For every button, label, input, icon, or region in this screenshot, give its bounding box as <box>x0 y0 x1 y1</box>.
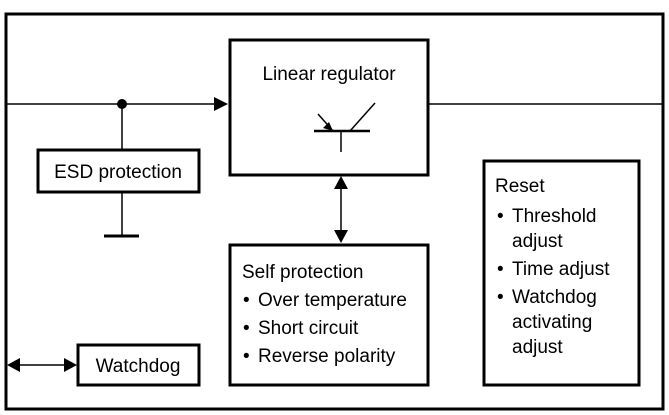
linear-regulator-label: Linear regulator <box>262 64 396 85</box>
transistor-symbol <box>314 102 376 152</box>
sp-bullet-2: • <box>243 318 250 339</box>
reset-item-threshold: Threshold <box>512 206 597 227</box>
reset-bullet-3: • <box>497 287 504 308</box>
watchdog-arrowhead-right <box>64 358 77 372</box>
watchdog-label: Watchdog <box>96 356 181 377</box>
reset-item-watchdog: Watchdog <box>512 287 597 308</box>
arrowhead-down <box>334 230 348 243</box>
reset-item-watchdog-cont2: adjust <box>512 337 563 358</box>
esd-protection-block: ESD protection <box>36 148 201 194</box>
arrowhead-up <box>334 176 348 189</box>
sp-item-reverse-polarity: Reverse polarity <box>258 346 396 367</box>
sp-item-short-circuit: Short circuit <box>258 318 359 339</box>
sp-bullet-1: • <box>243 290 250 311</box>
reset-title: Reset <box>495 176 545 197</box>
self-protection-block: Self protection • Over temperature • Sho… <box>228 243 430 387</box>
reset-item-watchdog-cont1: activating <box>512 312 592 333</box>
watchdog-arrowhead-left <box>7 358 20 372</box>
reset-bullet-1: • <box>497 206 504 227</box>
sp-bullet-3: • <box>243 346 250 367</box>
sp-item-over-temperature: Over temperature <box>258 290 407 311</box>
watchdog-block: Watchdog <box>76 343 201 387</box>
self-protection-title: Self protection <box>242 262 363 283</box>
outer-frame <box>4 12 665 411</box>
linear-regulator-block: Linear regulator <box>228 38 430 177</box>
reset-item-threshold-cont: adjust <box>512 231 563 252</box>
reset-bullet-2: • <box>497 259 504 280</box>
input-arrowhead <box>214 97 228 111</box>
esd-protection-label: ESD protection <box>54 162 182 183</box>
reset-block: Reset • Threshold adjust • Time adjust •… <box>482 159 641 387</box>
reset-item-time: Time adjust <box>512 259 610 280</box>
